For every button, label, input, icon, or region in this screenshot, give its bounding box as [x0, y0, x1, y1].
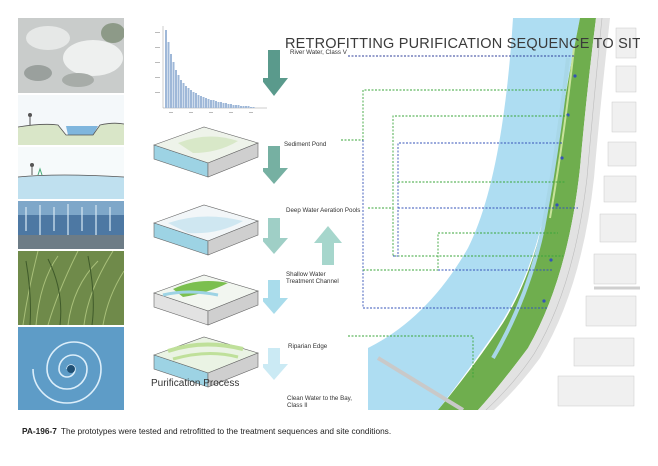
- link-lines: [341, 55, 578, 378]
- aeration-pools-model: [153, 204, 259, 256]
- stage-label-clean-water: Clean Water to the Bay, Class II: [287, 395, 352, 409]
- riverside-road: [478, 18, 610, 410]
- arrow-down-5: [263, 348, 288, 380]
- section-sketch-shore: [18, 147, 124, 199]
- sediment-pond-model: [153, 126, 259, 178]
- site-plan: [368, 18, 640, 410]
- stage-label-aeration-pools: Deep Water Aeration Pools: [286, 207, 361, 214]
- reeds-photo: [18, 251, 124, 325]
- process-models: [153, 126, 259, 388]
- stage-label-river-water: River Water, Class V: [290, 49, 347, 56]
- process-title: Purification Process: [151, 378, 240, 389]
- whirlpool-photo: [18, 327, 124, 410]
- turbidity-histogram: [155, 26, 267, 113]
- mist-photo: [18, 18, 124, 93]
- riverfront-park: [438, 18, 596, 410]
- aeration-photo: [18, 201, 124, 249]
- flow-arrows: [263, 50, 342, 380]
- bridge: [376, 356, 465, 410]
- figure-panel: RETROFITTING PURIFICATION SEQUENCE TO SI…: [18, 18, 640, 410]
- caption-text: The prototypes were tested and retrofitt…: [60, 426, 392, 436]
- arrow-up-return: [314, 226, 342, 265]
- stage-label-shallow-channel: Shallow Water Treatment Channel: [286, 271, 339, 285]
- arrow-down-4: [263, 280, 288, 314]
- stage-label-riparian-edge: Riparian Edge: [288, 343, 328, 350]
- caption-code: PA-196-7: [22, 426, 57, 436]
- arrow-down-2: [263, 146, 288, 184]
- stage-label-sediment-pond: Sediment Pond: [284, 141, 327, 148]
- riparian-edge-model: [153, 336, 259, 388]
- arrow-down-3: [263, 218, 288, 254]
- shallow-channel-model: [153, 274, 259, 326]
- arrow-down-1: [263, 50, 288, 96]
- section-sketch-pond: [18, 95, 124, 145]
- diagram-title: RETROFITTING PURIFICATION SEQUENCE TO SI…: [285, 36, 640, 52]
- river: [368, 18, 580, 410]
